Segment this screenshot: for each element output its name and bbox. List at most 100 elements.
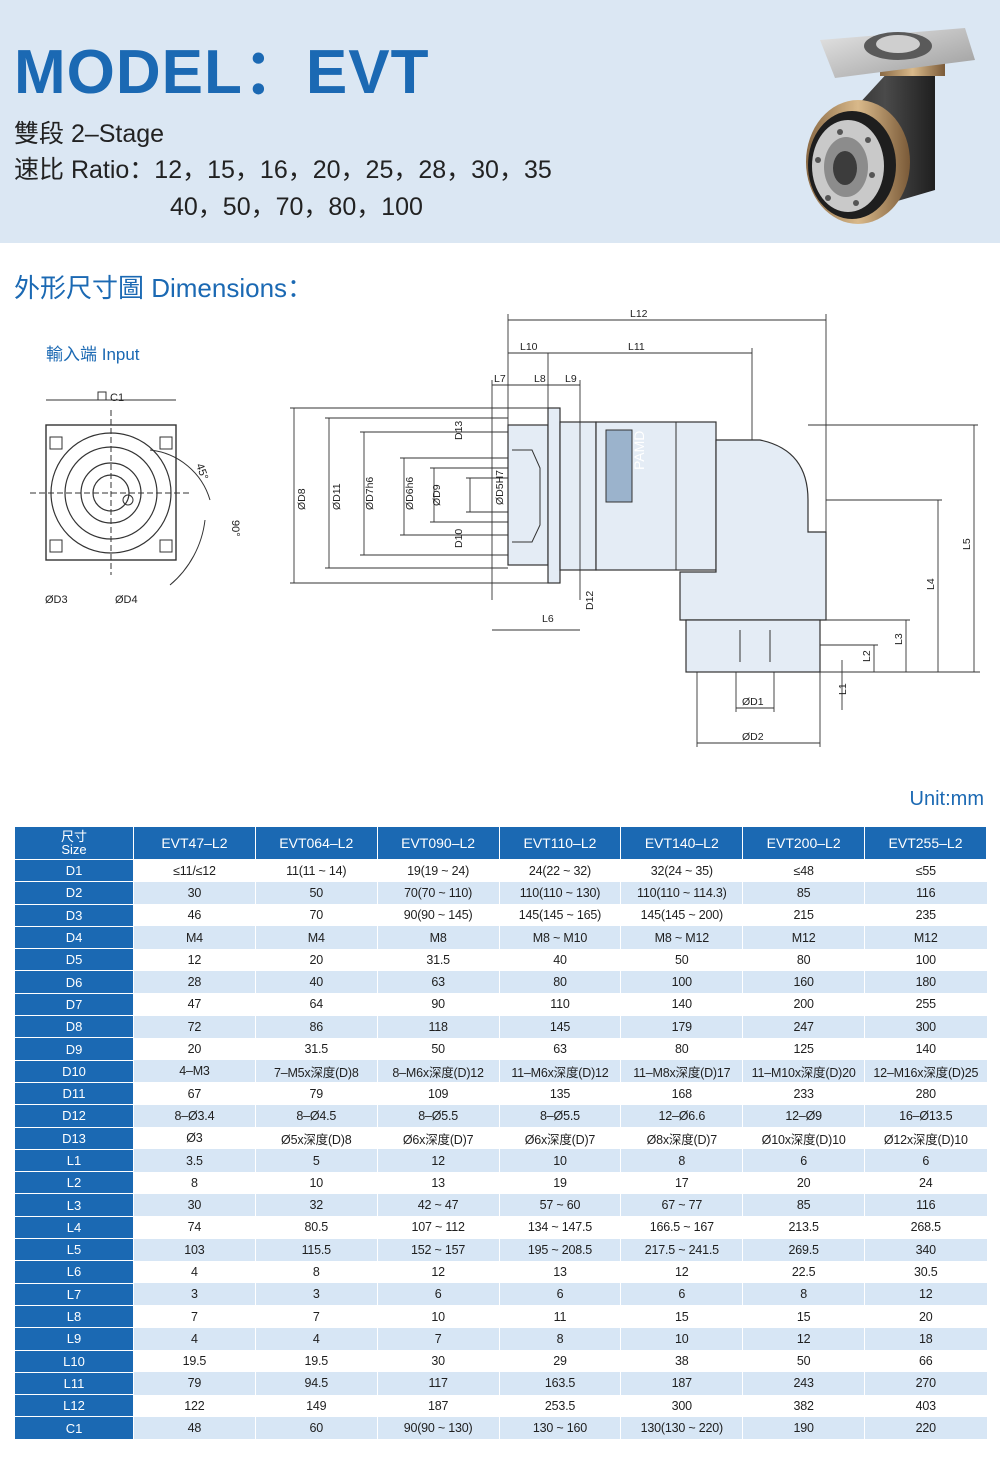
table-cell: Ø3 bbox=[133, 1127, 256, 1150]
table-cell: 152 ~ 157 bbox=[376, 1238, 500, 1261]
label-d9: ØD9 bbox=[431, 484, 443, 506]
table-cell: 130 ~ 160 bbox=[498, 1416, 621, 1440]
table-cell: 90 bbox=[376, 993, 500, 1016]
table-cell: 10 bbox=[254, 1171, 378, 1194]
row-label: L4 bbox=[14, 1216, 134, 1240]
label-45: 45° bbox=[193, 462, 210, 482]
table-cell: 10 bbox=[498, 1149, 621, 1172]
label-d12: D12 bbox=[584, 591, 596, 610]
row-label: L11 bbox=[14, 1372, 134, 1396]
table-cell: 80.5 bbox=[254, 1216, 378, 1239]
table-cell: 107 ~ 112 bbox=[376, 1216, 500, 1239]
table-cell: 46 bbox=[133, 904, 256, 927]
table-cell: 4 bbox=[254, 1327, 378, 1351]
table-cell: 72 bbox=[133, 1015, 256, 1038]
row-label: D9 bbox=[14, 1037, 134, 1061]
table-cell: 116 bbox=[864, 881, 987, 905]
table-cell: 50 bbox=[254, 881, 378, 905]
table-cell: 140 bbox=[864, 1037, 987, 1061]
table-cell: 50 bbox=[620, 948, 743, 971]
table-cell: 63 bbox=[376, 970, 500, 994]
table-cell: M8 ~ M10 bbox=[498, 926, 621, 949]
table-cell: 116 bbox=[864, 1193, 987, 1217]
table-cell: 70(70 ~ 110) bbox=[376, 881, 500, 905]
table-cell: 233 bbox=[742, 1082, 865, 1105]
table-cell: 8–Ø3.4 bbox=[133, 1104, 256, 1128]
row-label: D5 bbox=[14, 948, 134, 972]
table-cell: 30 bbox=[133, 1193, 256, 1217]
table-cell: M12 bbox=[742, 926, 865, 949]
table-cell: 90(90 ~ 145) bbox=[376, 904, 500, 927]
table-cell: 12 bbox=[742, 1327, 865, 1351]
row-label: L6 bbox=[14, 1260, 134, 1284]
table-cell: 12 bbox=[620, 1260, 743, 1284]
table-cell: 140 bbox=[620, 993, 743, 1016]
table-cell: 64 bbox=[254, 993, 378, 1016]
label-d10: D10 bbox=[453, 529, 465, 548]
table-cell: 4–M3 bbox=[133, 1060, 256, 1083]
table-cell: 19 bbox=[498, 1171, 621, 1194]
table-cell: 8–Ø5.5 bbox=[376, 1104, 500, 1128]
table-cell: 85 bbox=[742, 881, 865, 905]
table-cell: 145(145 ~ 165) bbox=[498, 904, 621, 927]
table-cell: 10 bbox=[620, 1327, 743, 1351]
table-cell: 11–M6x深度(D)12 bbox=[498, 1060, 621, 1083]
table-cell: 16–Ø13.5 bbox=[864, 1104, 987, 1128]
table-cell: 40 bbox=[254, 970, 378, 994]
table-cell: 11 bbox=[498, 1305, 621, 1328]
table-cell: 213.5 bbox=[742, 1216, 865, 1239]
row-label: D2 bbox=[14, 881, 134, 905]
table-cell: 12 bbox=[376, 1260, 500, 1284]
table-cell: 8 bbox=[133, 1171, 256, 1194]
table-cell: 270 bbox=[864, 1372, 987, 1395]
table-cell: 8 bbox=[620, 1149, 743, 1172]
table-cell: 22.5 bbox=[742, 1260, 865, 1284]
table-cell: 187 bbox=[376, 1394, 500, 1417]
table-cell: 7 bbox=[254, 1305, 378, 1328]
table-cell: 3 bbox=[254, 1283, 378, 1306]
table-cell: 10 bbox=[376, 1305, 500, 1328]
row-label: L7 bbox=[14, 1283, 134, 1306]
table-cell: 110(110 ~ 130) bbox=[498, 881, 621, 905]
table-cell: Ø6x深度(D)7 bbox=[376, 1127, 500, 1150]
ratio-line-2: 40，50，70，80，100 bbox=[170, 193, 423, 221]
table-cell: 6 bbox=[376, 1283, 500, 1306]
table-cell: 8–M6x深度(D)12 bbox=[376, 1060, 500, 1083]
table-cell: 20 bbox=[254, 948, 378, 971]
table-cell: 5 bbox=[254, 1149, 378, 1172]
table-cell: 168 bbox=[620, 1082, 743, 1105]
table-cell: 11(11 ~ 14) bbox=[254, 859, 378, 882]
table-cell: 145 bbox=[498, 1015, 621, 1038]
table-cell: 215 bbox=[742, 904, 865, 927]
label-l10: L10 bbox=[520, 341, 538, 353]
table-cell: 187 bbox=[620, 1372, 743, 1395]
column-header: EVT200–L2 bbox=[742, 826, 866, 860]
table-cell: 79 bbox=[254, 1082, 378, 1105]
corner-top: 尺寸 bbox=[60, 829, 87, 844]
brand-mark: PAMD bbox=[631, 431, 647, 470]
table-cell: M8 ~ M12 bbox=[620, 926, 743, 949]
label-l2: L2 bbox=[861, 650, 873, 662]
label-l11: L11 bbox=[628, 341, 645, 353]
label-l4: L4 bbox=[925, 578, 937, 590]
table-cell: Ø8x深度(D)7 bbox=[620, 1127, 743, 1150]
table-cell: 3 bbox=[133, 1283, 256, 1306]
table-cell: 7 bbox=[376, 1327, 500, 1351]
table-cell: 13 bbox=[376, 1171, 500, 1194]
table-cell: 85 bbox=[742, 1193, 865, 1217]
table-cell: 117 bbox=[376, 1372, 500, 1395]
label-l3: L3 bbox=[893, 633, 905, 645]
label-d13: D13 bbox=[453, 421, 465, 440]
product-gearbox-image bbox=[806, 28, 975, 224]
table-cell: 280 bbox=[864, 1082, 987, 1105]
table-cell: 66 bbox=[864, 1350, 987, 1373]
